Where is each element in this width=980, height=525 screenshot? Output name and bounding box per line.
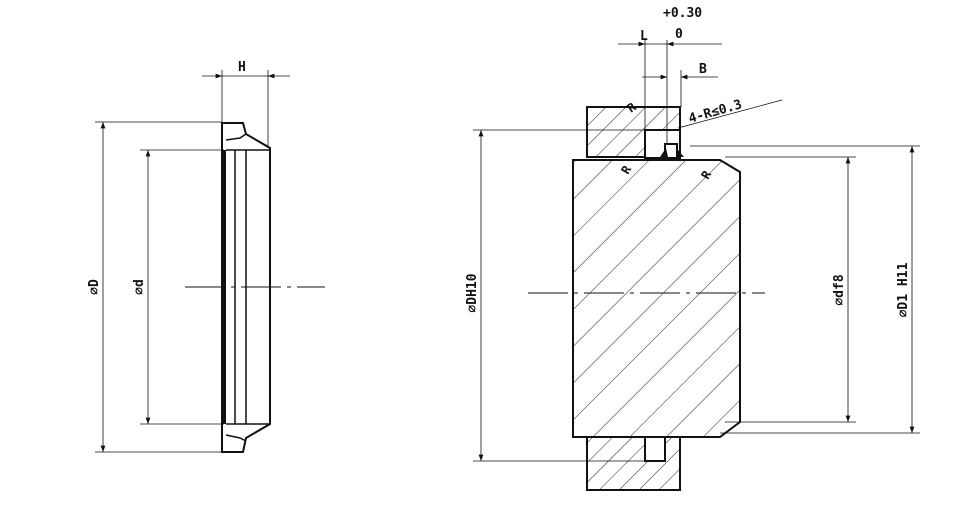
radius-note: 4-R≤0.3 bbox=[687, 97, 744, 127]
seal-section-view: H ⌀D ⌀d bbox=[87, 60, 325, 453]
groove-diameter-label: ⌀D1 H11 bbox=[896, 262, 911, 317]
groove-length-label: L bbox=[640, 29, 648, 44]
inner-diameter-label: ⌀d bbox=[132, 279, 147, 295]
installation-section-view: L +0.30 0 B 4-R≤0.3 R R R ⌀DH10 ⌀df8 ⌀D1… bbox=[465, 6, 920, 491]
height-label: H bbox=[238, 60, 246, 75]
tolerance-upper: +0.30 bbox=[663, 6, 702, 21]
tolerance-lower: 0 bbox=[675, 27, 683, 42]
groove-width-label: B bbox=[699, 62, 707, 77]
outer-diameter-label: ⌀D bbox=[87, 279, 102, 295]
housing-bottom bbox=[586, 436, 681, 491]
shaft-diameter-label: ⌀df8 bbox=[832, 274, 847, 305]
bore-diameter-label: ⌀DH10 bbox=[465, 273, 480, 312]
shaft-section bbox=[572, 159, 741, 438]
